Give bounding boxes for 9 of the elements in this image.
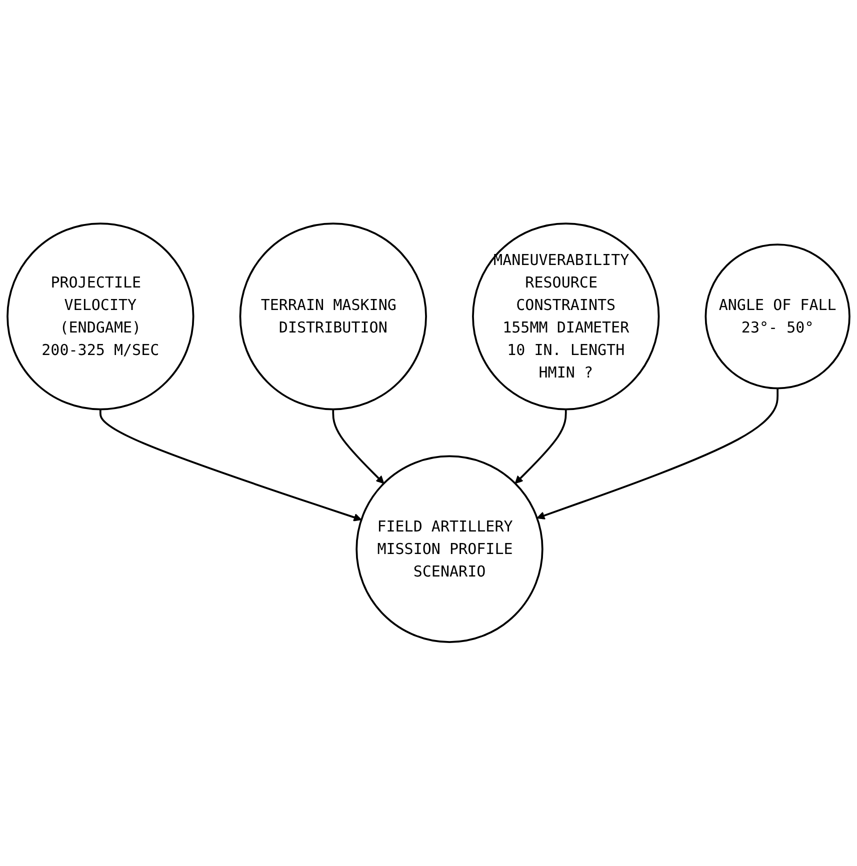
node-circle: FIELD ARTILLERY MISSION PROFILE SCENARIO bbox=[356, 456, 544, 644]
arrow bbox=[332, 410, 384, 484]
node-circle: ANGLE OF FALL 23°- 50° bbox=[704, 244, 850, 390]
node-circle: MANEUVERABILITY RESOURCE CONSTRAINTS 155MM DIAMETER 10 IN. LENGTH HMIN ? bbox=[472, 222, 660, 410]
node-circle: PROJECTILE VELOCITY (ENDGAME) 200-325 M/SEC bbox=[6, 222, 194, 410]
arrow bbox=[99, 410, 362, 522]
arrow bbox=[514, 410, 567, 484]
node-circle: TERRAIN MASKING DISTRIBUTION bbox=[239, 222, 427, 410]
arrow bbox=[536, 388, 779, 520]
